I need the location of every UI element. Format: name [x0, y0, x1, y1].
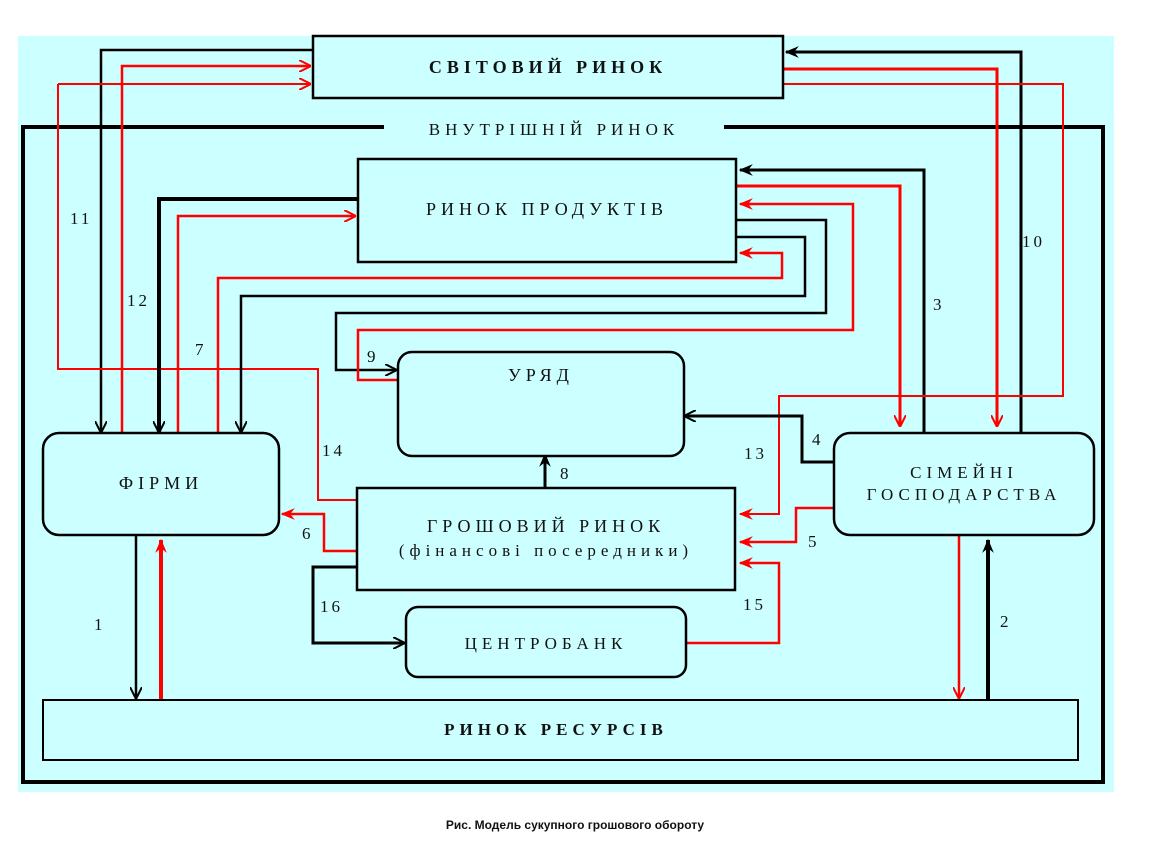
households-label-line1: СІМЕЙНІ [910, 463, 1018, 482]
figure-caption: Рис. Модель сукупного грошового обороту [445, 818, 705, 832]
flow-product-to-households [737, 184, 900, 426]
flow-6-line [280, 508, 356, 553]
flow-4-line [685, 416, 833, 464]
flow-label-1: 1 [94, 615, 106, 634]
money-market-label-line1: ГРОШОВИЙ РИНОК [427, 516, 665, 536]
flow-label-8: 8 [560, 464, 572, 483]
flow-label-5: 5 [808, 532, 820, 551]
money-market-label-line2: (фінансові посередники) [399, 541, 693, 560]
flow-13-line [738, 83, 1064, 520]
product-market-label: РИНОК ПРОДУКТІВ [426, 199, 668, 219]
money-market-box: ГРОШОВИЙ РИНОК (фінансові посередники) [355, 486, 737, 592]
flow-15-line [686, 557, 781, 645]
flow-label-10: 10 [1022, 232, 1045, 251]
firms-box: ФІРМИ [41, 431, 281, 537]
households-box: СІМЕЙНІ ГОСПОДАРСТВА [832, 431, 1096, 537]
flow-label-3: 3 [933, 295, 945, 314]
flow-firms-to-world-2 [57, 84, 356, 501]
firms-label: ФІРМИ [119, 473, 203, 493]
flow-product-to-firms [241, 235, 807, 432]
flow-11-line [101, 48, 312, 432]
flow-label-6: 6 [302, 524, 314, 543]
flow-3-line [738, 164, 926, 432]
world-market-label: СВІТОВИЙ РИНОК [429, 56, 667, 77]
flow-label-9: 9 [367, 347, 379, 366]
product-market-box: РИНОК ПРОДУКТІВ [356, 157, 738, 264]
flow-16-line [311, 565, 404, 643]
central-bank-label: ЦЕНТРОБАНК [465, 634, 628, 653]
flow-label-7: 7 [195, 340, 207, 359]
domestic-market-label: ВНУТРІШНІЙ РИНОК [429, 120, 679, 139]
flow-10-line [784, 46, 1023, 432]
flow-label-15: 15 [743, 595, 766, 614]
households-label-line2: ГОСПОДАРСТВА [867, 485, 1062, 504]
flow-firms-to-product [176, 216, 355, 432]
flow-label-2: 2 [1000, 612, 1012, 631]
flow-9-line [356, 198, 855, 382]
central-bank-box: ЦЕНТРОБАНК [404, 605, 688, 679]
world-market-box: СВІТОВИЙ РИНОК [311, 34, 785, 100]
flow-label-4: 4 [812, 430, 824, 449]
domestic-market-frame [21, 125, 1105, 784]
flow-firms-to-world-1 [120, 66, 310, 432]
government-label: УРЯД [508, 365, 574, 385]
flow-7-line [216, 247, 784, 432]
resource-market-label: РИНОК РЕСУРСІВ [444, 720, 668, 739]
flow-12-line [159, 197, 357, 432]
flow-label-11: 11 [70, 209, 92, 228]
flow-world-to-households [784, 67, 997, 426]
government-box: УРЯД [396, 350, 686, 458]
resource-market-box: РИНОК РЕСУРСІВ [42, 699, 1079, 761]
flow-label-14: 14 [322, 441, 345, 460]
flow-label-16: 16 [320, 597, 343, 616]
flow-label-12: 12 [127, 291, 150, 310]
flow-product-to-government [334, 218, 828, 370]
flow-5-line [738, 506, 833, 548]
flow-label-13: 13 [744, 444, 767, 463]
